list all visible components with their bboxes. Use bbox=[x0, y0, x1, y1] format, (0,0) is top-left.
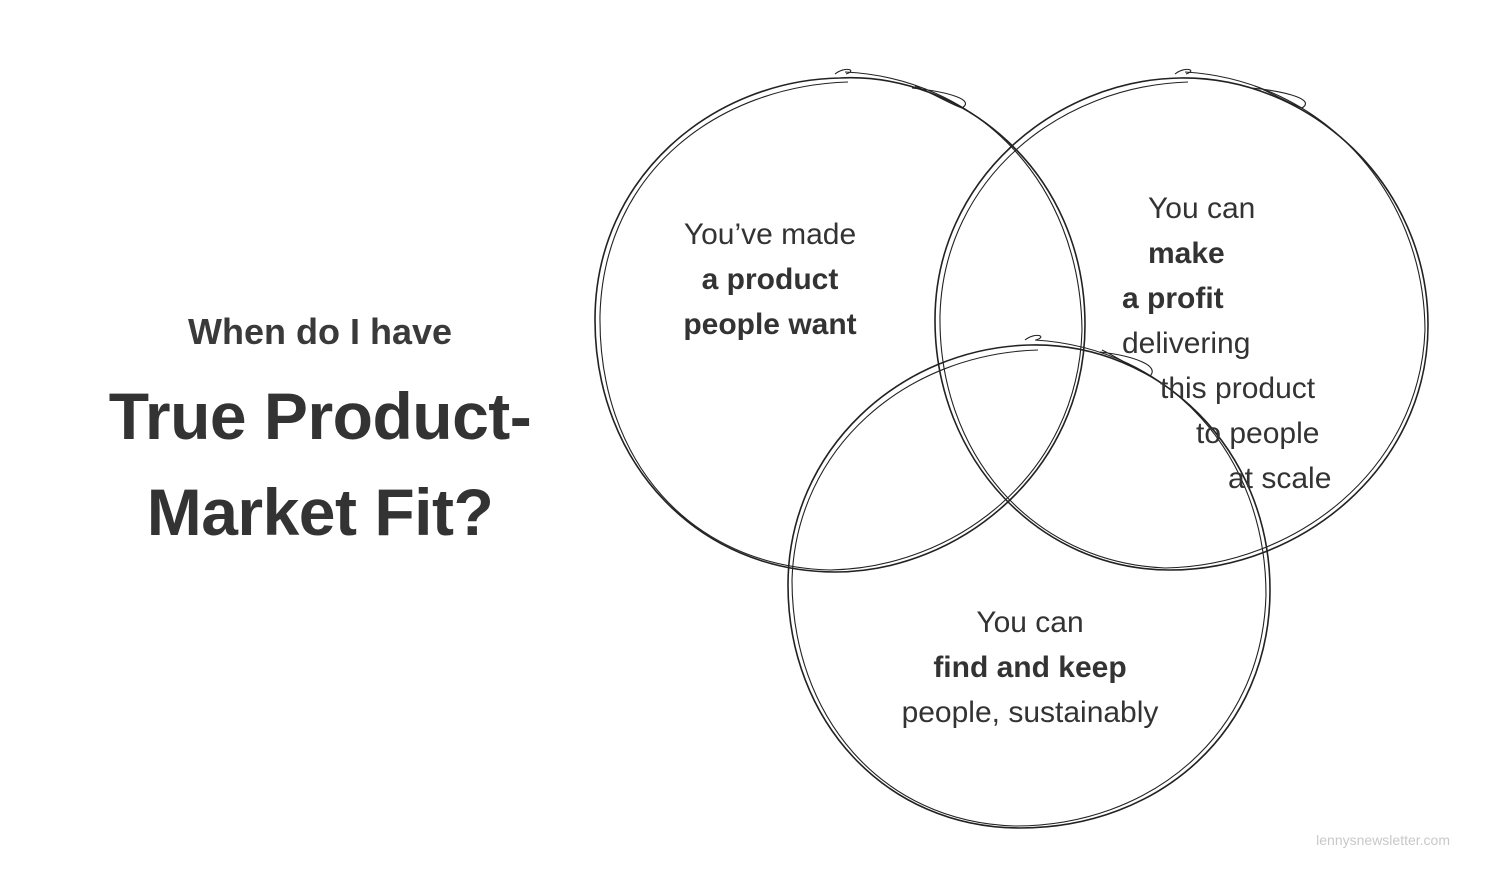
label-profit-line-1: You can make bbox=[1148, 192, 1256, 270]
main-title-line-1: True Product- bbox=[108, 379, 532, 453]
label-profit-line-5: at scale bbox=[1228, 462, 1332, 495]
label-profit: You can make a profit delivering this pr… bbox=[1110, 186, 1400, 501]
source-watermark: lennysnewsletter.com bbox=[1316, 832, 1450, 848]
label-product-line-3: people want bbox=[683, 308, 857, 341]
label-product-line-1: You’ve made bbox=[683, 218, 857, 251]
label-retention-line-1: You can bbox=[976, 606, 1084, 639]
subtitle: When do I have bbox=[187, 311, 453, 352]
label-profit-line-2: a profit delivering bbox=[1122, 282, 1251, 360]
title-block: When do I have True Product- Market Fit? bbox=[60, 310, 580, 560]
circle-profit bbox=[934, 68, 1429, 571]
label-retention: You can find and keep people, sustainabl… bbox=[860, 600, 1200, 735]
label-product-line-2: a product bbox=[701, 263, 839, 296]
label-profit-line-4: to people bbox=[1196, 417, 1320, 450]
main-title: True Product- Market Fit? bbox=[60, 368, 580, 560]
circle-product bbox=[594, 68, 1086, 573]
label-retention-line-2: find and keep bbox=[933, 651, 1127, 684]
label-profit-line-3: this product bbox=[1160, 372, 1316, 405]
label-product: You’ve made a product people want bbox=[630, 212, 910, 347]
main-title-line-2: Market Fit? bbox=[146, 475, 494, 549]
label-retention-line-3: people, sustainably bbox=[901, 696, 1159, 729]
circle-retention bbox=[787, 334, 1271, 829]
